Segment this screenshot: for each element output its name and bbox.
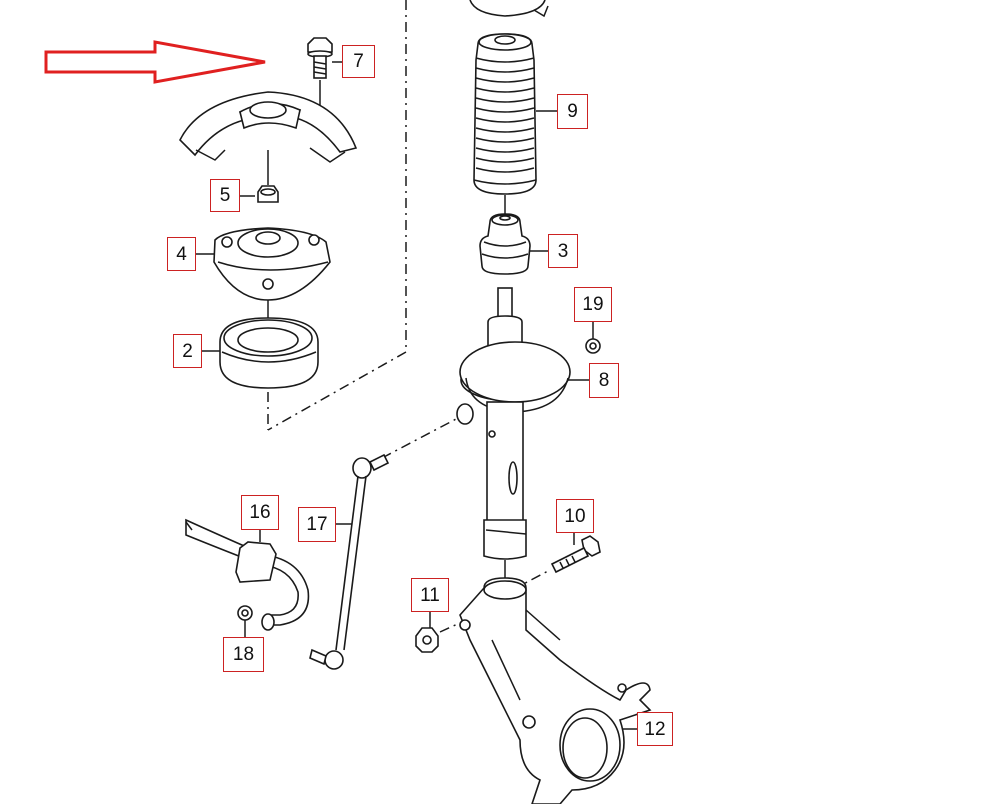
spring-seat-ring — [469, 0, 546, 17]
bolt-7 — [307, 37, 333, 79]
strut-body — [459, 287, 571, 560]
callout-4: 4 — [167, 237, 196, 271]
link-bush — [381, 403, 474, 459]
top-shield — [179, 91, 358, 163]
callout-8: 8 — [589, 363, 619, 398]
callout-5: 5 — [210, 179, 240, 212]
nut-11 — [415, 621, 463, 653]
coupling-rod-17 — [309, 453, 390, 670]
dust-boot-9 — [473, 33, 537, 195]
nut-18 — [237, 605, 253, 621]
callout-9: 9 — [557, 94, 588, 129]
pointer-arrow — [44, 40, 266, 84]
callout-2: 2 — [173, 334, 202, 368]
nut-5 — [257, 185, 279, 203]
callout-11: 11 — [411, 578, 449, 612]
assembly-line-left — [267, 0, 407, 431]
strut-mount-4 — [213, 227, 331, 301]
callout-7: 7 — [342, 45, 375, 78]
callout-18: 18 — [223, 637, 264, 672]
callout-19: 19 — [574, 287, 612, 322]
anti-roll-bar-16 — [185, 518, 310, 631]
bump-stop-3 — [479, 213, 531, 275]
callout-3: 3 — [548, 234, 578, 268]
callout-12: 12 — [637, 712, 673, 746]
wheel-knuckle-12 — [459, 577, 652, 804]
callout-10: 10 — [556, 499, 594, 533]
leader-lines — [196, 61, 637, 730]
nut-19 — [585, 338, 601, 354]
bearing-2 — [219, 317, 319, 389]
callout-16: 16 — [241, 495, 279, 530]
callout-17: 17 — [298, 507, 336, 542]
